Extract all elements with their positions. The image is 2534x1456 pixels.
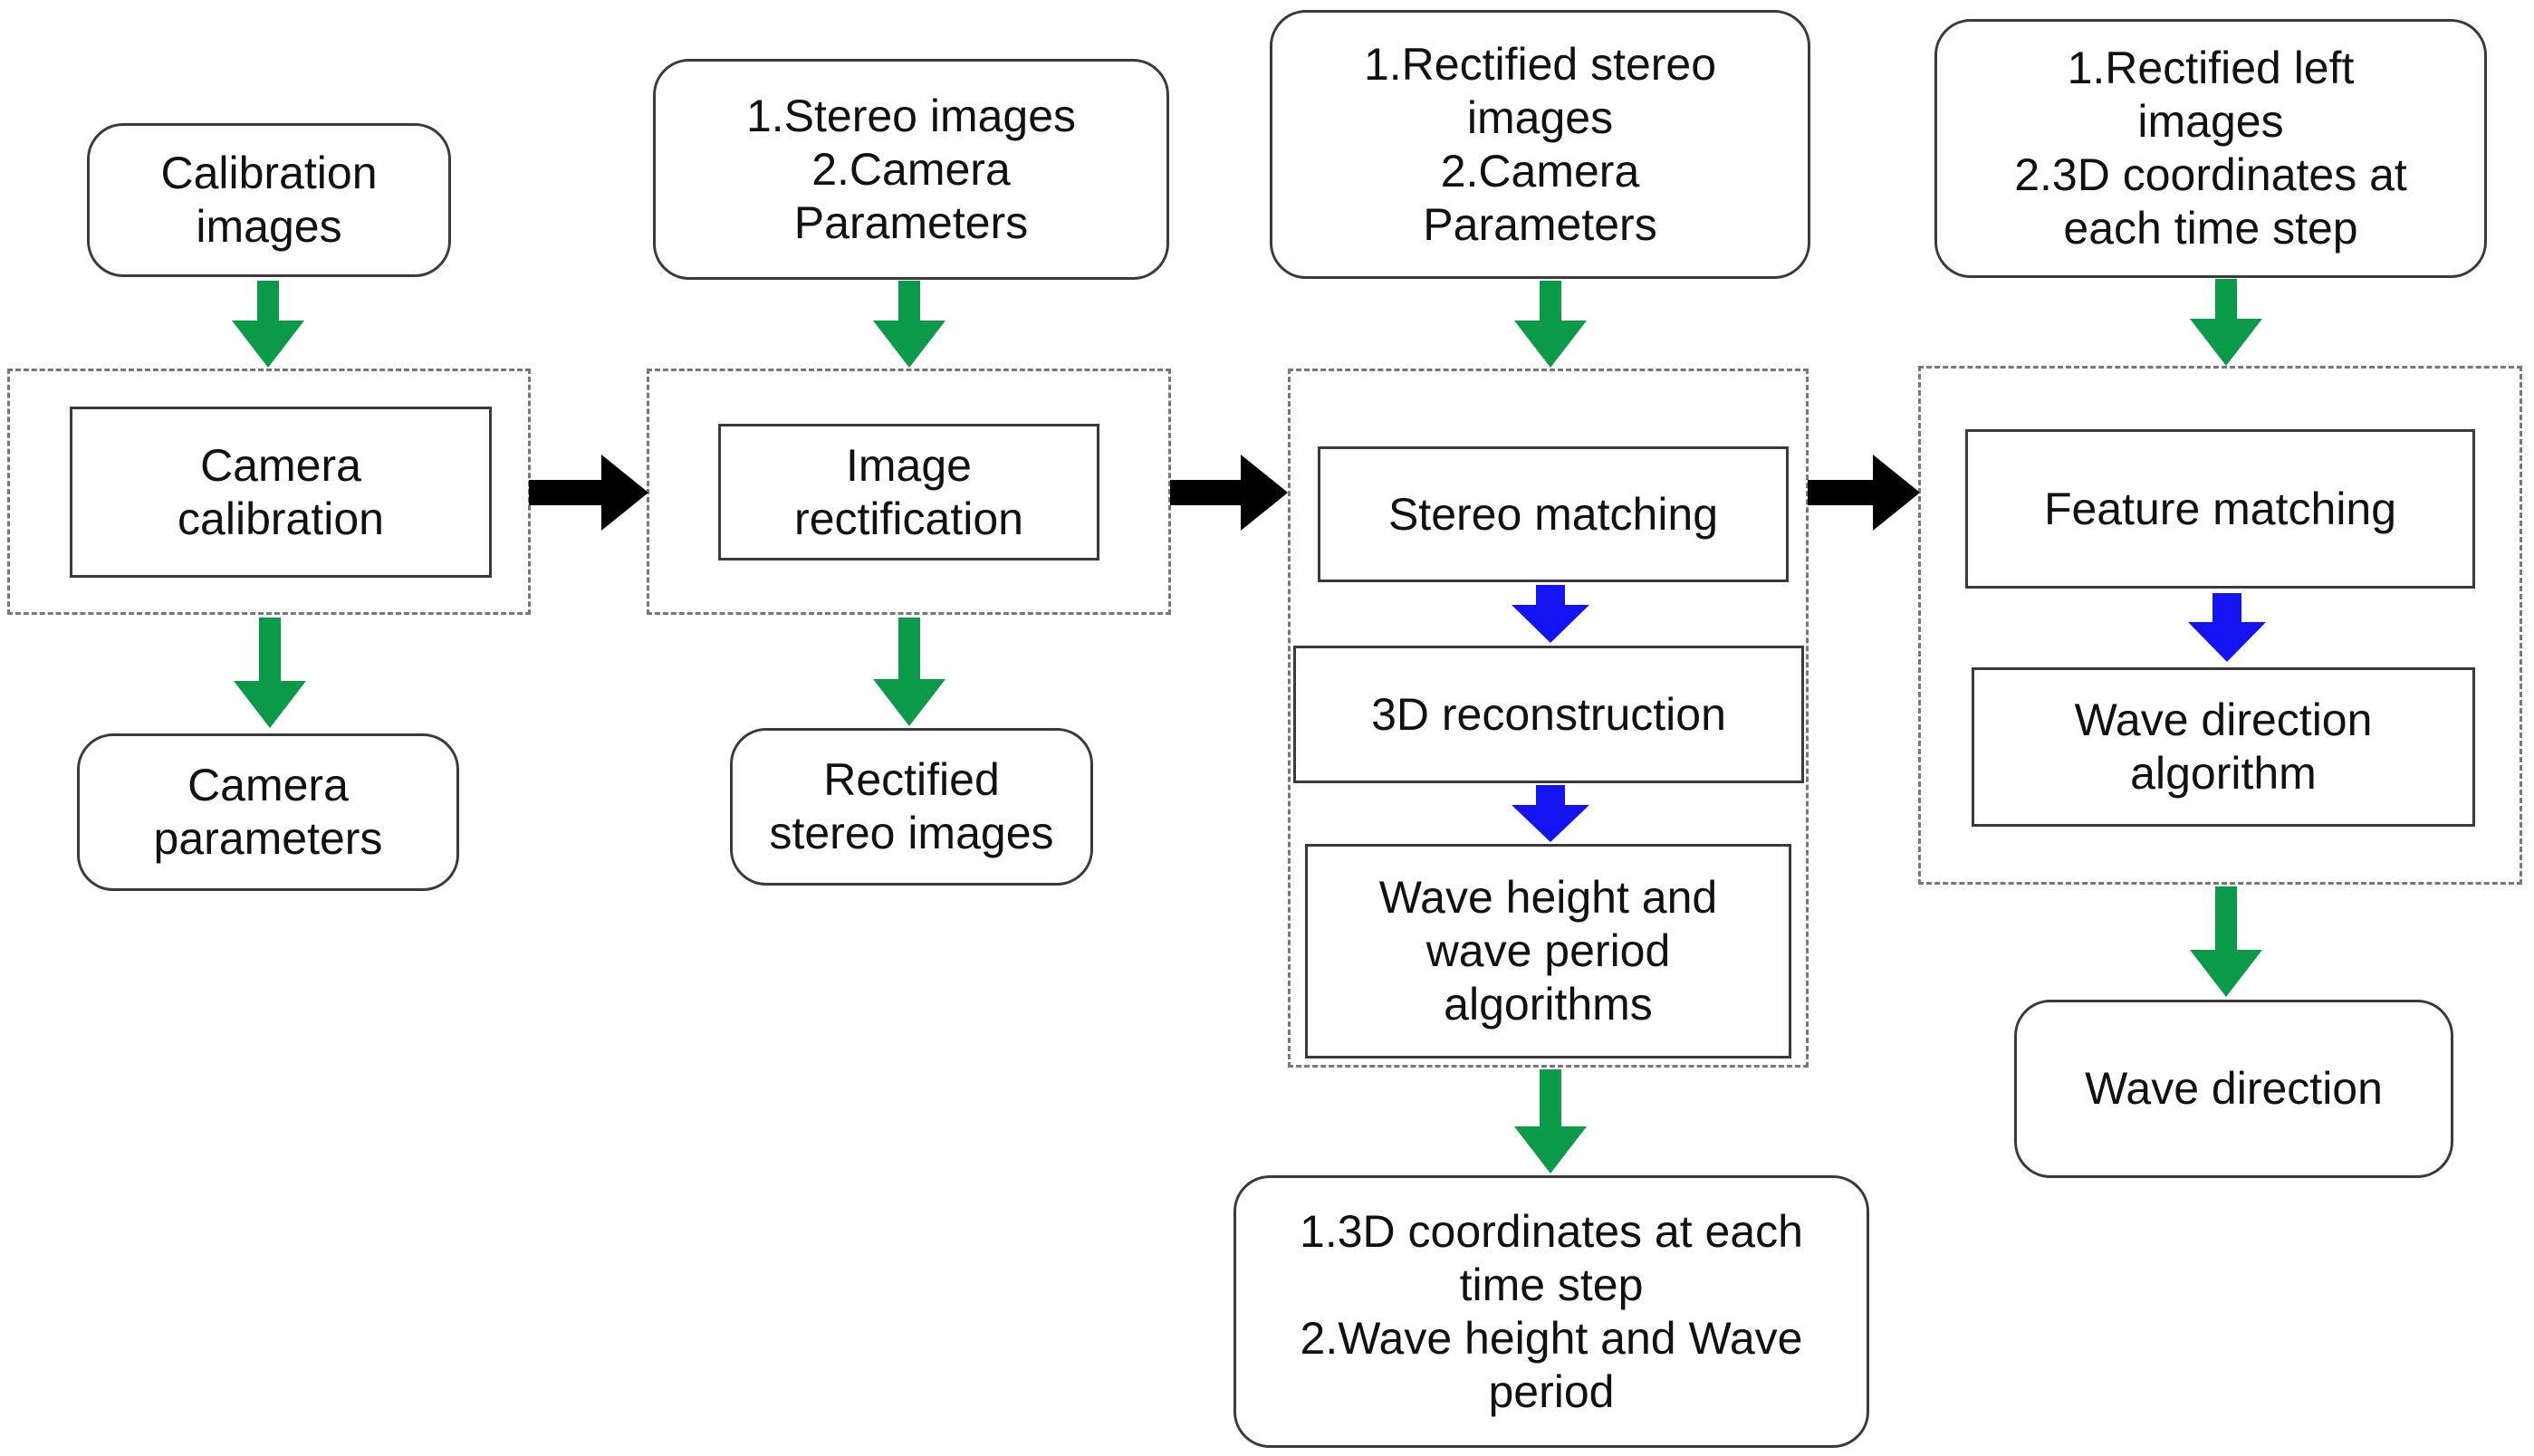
blue-arrow-stage3-step1 <box>1512 585 1589 643</box>
stage3-step1-text: Stereo matching <box>1387 488 1719 540</box>
black-arrow-stage3-to-stage4 <box>1808 455 1920 531</box>
green-arrow-stage2-out <box>873 618 945 726</box>
stage4-step-wave-direction-algorithm: Wave direction algorithm <box>1972 667 2475 827</box>
stage3-output-box: 1.3D coordinates at each time step 2.Wav… <box>1233 1175 1869 1448</box>
stage4-output-text: Wave direction <box>2085 1063 2383 1114</box>
green-arrow-stage1-out <box>234 618 306 728</box>
black-arrow-shape <box>529 455 648 531</box>
stage4-input-box: 1.Rectified left images 2.3D coordinates… <box>1934 19 2487 278</box>
green-arrow-shape <box>1514 281 1587 368</box>
stage4-process-group <box>1918 366 2522 885</box>
green-arrow-stage2-in <box>873 281 945 368</box>
stage1-step-text: Camera calibration <box>178 439 384 544</box>
blue-arrow-stage3-step2 <box>1512 785 1589 842</box>
stage3-input-text: 1.Rectified stereo images 2.Camera Param… <box>1363 38 1717 250</box>
stage4-step-feature-matching: Feature matching <box>1965 429 2475 589</box>
black-arrow-shape <box>1170 455 1288 531</box>
stage4-step1-text: Feature matching <box>2043 483 2397 534</box>
stage4-step2-text: Wave direction algorithm <box>2074 694 2373 799</box>
stage3-output-text: 1.3D coordinates at each time step 2.Wav… <box>1300 1205 1803 1417</box>
green-arrow-shape <box>1514 1069 1587 1173</box>
green-arrow-stage3-out <box>1514 1069 1587 1173</box>
stage2-process-group <box>647 369 1171 615</box>
blue-arrow-shape <box>1512 585 1589 643</box>
green-arrow-shape <box>873 618 945 726</box>
black-arrow-shape <box>1808 455 1920 531</box>
green-arrow-shape <box>2190 886 2262 997</box>
black-arrow-stage2-to-stage3 <box>1170 455 1288 531</box>
stage3-step-stereo-matching: Stereo matching <box>1318 446 1789 582</box>
green-arrow-stage3-in <box>1514 281 1587 368</box>
green-arrow-stage4-in <box>2190 279 2262 366</box>
blue-arrow-stage4-step1 <box>2188 593 2266 662</box>
stage3-step3-text: Wave height and wave period algorithms <box>1378 872 1718 1030</box>
green-arrow-shape <box>234 618 306 728</box>
stage2-output-box: Rectified stereo images <box>730 728 1093 886</box>
black-arrow-stage1-to-stage2 <box>529 455 648 531</box>
stage3-step-3d-reconstruction: 3D reconstruction <box>1293 646 1804 783</box>
blue-arrow-shape <box>2188 593 2266 662</box>
stage2-input-text: 1.Stereo images 2.Camera Parameters <box>745 90 1077 248</box>
stage2-step-text: Image rectification <box>794 439 1023 544</box>
stage1-input-text: Calibration images <box>160 148 378 252</box>
stage4-output-box: Wave direction <box>2014 1000 2453 1178</box>
stage4-input-text: 1.Rectified left images 2.3D coordinates… <box>2014 43 2407 254</box>
green-arrow-shape <box>232 281 304 368</box>
green-arrow-shape <box>2190 279 2262 366</box>
stage3-input-box: 1.Rectified stereo images 2.Camera Param… <box>1270 10 1810 279</box>
green-arrow-stage4-out <box>2190 886 2262 997</box>
stage1-output-text: Camera parameters <box>153 760 383 864</box>
stage2-step-image-rectification: Image rectification <box>718 424 1099 560</box>
stage1-input-box: Calibration images <box>87 123 451 277</box>
stage3-process-group <box>1288 369 1809 1068</box>
stage3-step2-text: 3D reconstruction <box>1371 688 1726 740</box>
stage2-input-box: 1.Stereo images 2.Camera Parameters <box>653 59 1169 280</box>
stage2-output-text: Rectified stereo images <box>769 754 1054 858</box>
stage1-step-camera-calibration: Camera calibration <box>70 407 492 578</box>
green-arrow-shape <box>873 281 945 368</box>
green-arrow-stage1-in <box>232 281 304 368</box>
stage1-output-box: Camera parameters <box>77 733 459 891</box>
stage3-step-wave-height-algorithms: Wave height and wave period algorithms <box>1305 844 1791 1058</box>
blue-arrow-shape <box>1512 785 1589 842</box>
